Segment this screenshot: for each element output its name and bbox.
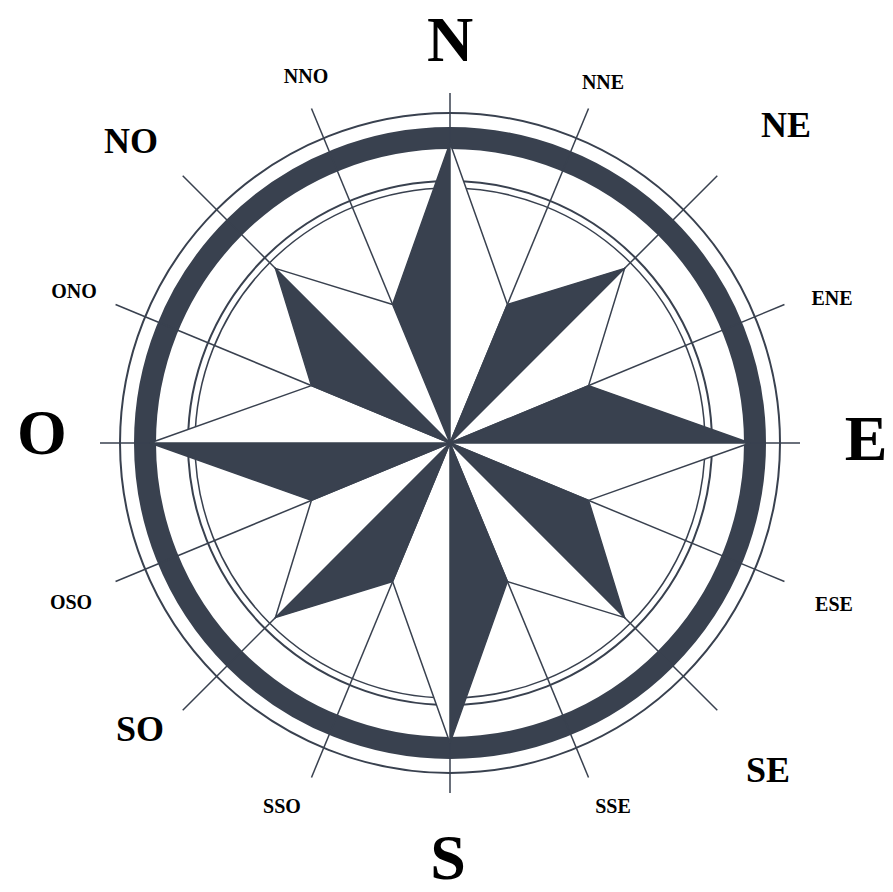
minor-direction-label: ESE	[815, 594, 853, 614]
direction-line	[745, 442, 800, 444]
star-arm-light	[275, 268, 450, 443]
star-arm-dark	[450, 443, 507, 743]
intercardinal-label: NE	[761, 107, 811, 143]
minor-direction-label: NNE	[582, 72, 624, 92]
direction-line	[584, 498, 784, 581]
direction-line	[584, 304, 784, 387]
minor-direction-label: SSO	[263, 796, 301, 816]
cardinal-label: N	[427, 8, 473, 72]
minor-direction-label: SSE	[595, 796, 631, 816]
direction-line	[449, 738, 451, 793]
minor-direction-label: NNO	[284, 66, 328, 86]
thick-ring	[145, 138, 755, 748]
direction-line	[505, 577, 588, 777]
cardinal-label: O	[17, 401, 67, 465]
direction-line	[620, 613, 718, 711]
star-arm-dark	[150, 443, 450, 500]
direction-line	[100, 442, 155, 444]
direction-line	[116, 304, 316, 387]
star-arm-dark	[450, 386, 750, 443]
direction-line	[620, 176, 718, 274]
minor-direction-label: OSO	[50, 592, 92, 612]
cardinal-label: S	[430, 826, 466, 890]
direction-line	[505, 109, 588, 309]
direction-line	[311, 577, 394, 777]
direction-line	[183, 176, 281, 274]
intercardinal-label: SO	[116, 711, 164, 747]
minor-direction-label: ONO	[51, 281, 97, 301]
intercardinal-label: NO	[104, 123, 158, 159]
intercardinal-label: SE	[746, 752, 790, 788]
star-arm-dark	[275, 268, 450, 443]
outer-circle	[120, 113, 780, 773]
direction-line	[449, 93, 451, 148]
direction-line	[311, 109, 394, 309]
minor-direction-label: ENE	[811, 288, 852, 308]
direction-line	[183, 613, 281, 711]
cardinal-label: E	[845, 407, 888, 471]
direction-line	[116, 498, 316, 581]
